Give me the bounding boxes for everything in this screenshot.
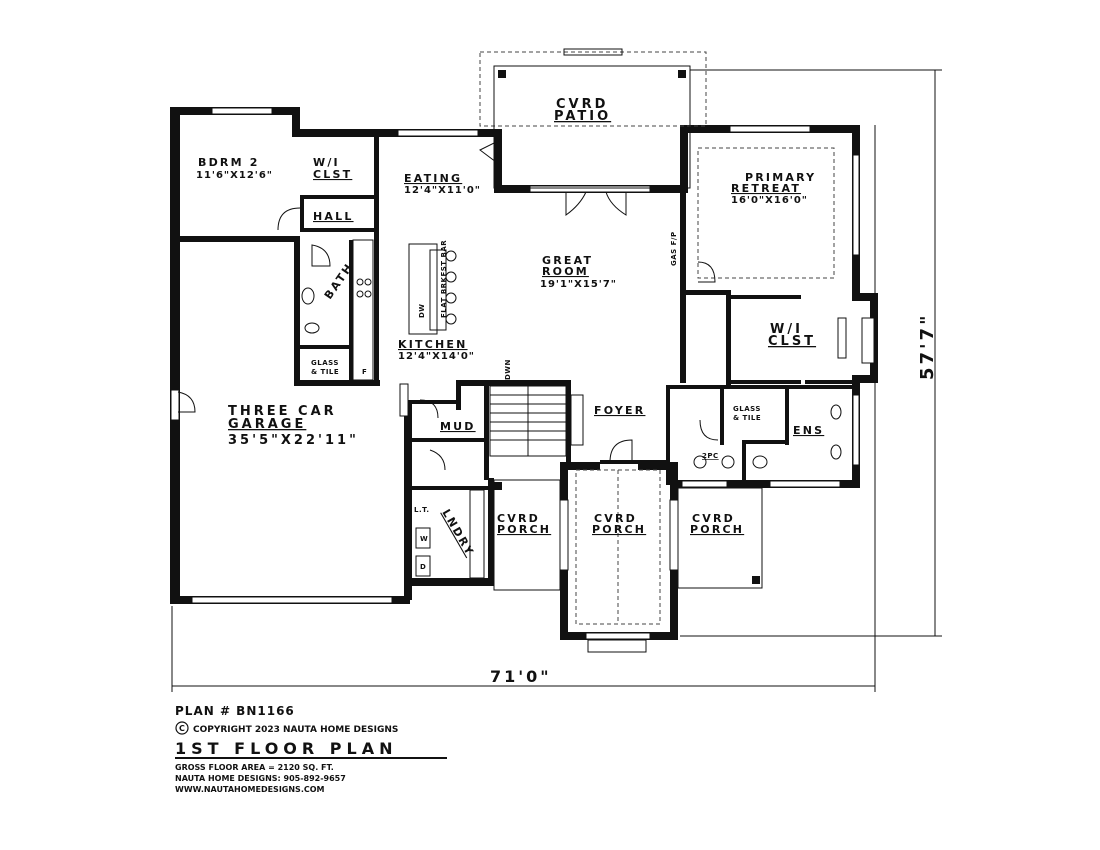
foyer-label: FOYER — [594, 404, 645, 417]
cvrd-patio-label-top: CVRD — [556, 97, 608, 112]
hall-label: HALL — [313, 210, 354, 223]
washer-label: W — [420, 535, 428, 543]
cvrd-patio-label-bottom: PATIO — [554, 109, 611, 124]
overall-depth-label: 57'7" — [917, 313, 938, 380]
ens-glass-tile-bottom: & TILE — [733, 414, 761, 422]
kitchen-dimension: 12'4"X14'0" — [398, 351, 475, 362]
wi-clst-label-top: W/I — [313, 156, 340, 169]
info-block: PLAN # BN1166 C COPYRIGHT 2023 NAUTA HOM… — [175, 704, 447, 794]
bath-glass-tile-top: GLASS — [311, 359, 339, 367]
interior-walls — [170, 130, 856, 490]
plan-title: 1ST FLOOR PLAN — [175, 739, 397, 758]
gas-fireplace-label: GAS F/P — [670, 231, 678, 266]
porch-left-label-bottom: PORCH — [497, 523, 551, 536]
primary-label-bottom: RETREAT — [731, 182, 801, 195]
great-room-dimension: 19'1"X15'7" — [540, 279, 617, 290]
great-room-label-bottom: ROOM — [542, 265, 589, 278]
eating-label: EATING — [404, 172, 462, 185]
eating-dimension: 12'4"X11'0" — [404, 185, 481, 196]
ens-glass-tile-top: GLASS — [733, 405, 761, 413]
copyright-text: COPYRIGHT 2023 NAUTA HOME DESIGNS — [193, 725, 398, 735]
bdrm2-dimension: 11'6"X12'6" — [196, 170, 273, 181]
porch-mid-label-top: CVRD — [594, 512, 637, 525]
designer-phone: NAUTA HOME DESIGNS: 905-892-9657 — [175, 774, 346, 783]
laundry-tub-label: L.T. — [414, 506, 430, 514]
breakfast-bar-label: FLAT BRKFST BAR — [440, 240, 448, 318]
garage-label-top: THREE CAR — [228, 404, 337, 419]
gross-floor-area: GROSS FLOOR AREA = 2120 SQ. FT. — [175, 763, 334, 772]
porch-left-label-top: CVRD — [497, 512, 540, 525]
outdoor-areas — [479, 48, 835, 653]
porch-mid-label-bottom: PORCH — [592, 523, 646, 536]
powder-room-label: 2PC — [702, 452, 719, 460]
fridge-label: F — [362, 368, 367, 376]
copyright-symbol: C — [179, 724, 185, 733]
garage-dimension: 35'5"X22'11" — [228, 433, 359, 448]
dryer-label: D — [420, 563, 426, 571]
laundry-label: LNDRY — [439, 507, 476, 559]
mud-label: MUD — [440, 420, 476, 433]
designer-website: WWW.NAUTAHOMEDESIGNS.COM — [175, 785, 325, 794]
ensuite-label: ENS — [793, 424, 824, 437]
wi-clst2-label-bottom: CLST — [768, 334, 816, 349]
dishwasher-label: DW — [418, 303, 426, 318]
dimension-lines — [171, 69, 942, 692]
stairs-down-label: DWN — [504, 359, 512, 380]
bdrm2-label: BDRM 2 — [198, 156, 260, 169]
copyright-icon — [175, 721, 189, 735]
wi-clst-label-bottom: CLST — [313, 168, 352, 181]
primary-label-top: PRIMARY — [745, 171, 816, 184]
porch-right-label-bottom: PORCH — [690, 523, 744, 536]
primary-dimension: 16'0"X16'0" — [731, 195, 808, 206]
wi-clst2-label-top: W/I — [770, 322, 803, 337]
kitchen-label: KITCHEN — [398, 338, 468, 351]
plan-number: PLAN # BN1166 — [175, 704, 295, 718]
overall-width-label: 71'0" — [490, 667, 552, 686]
garage-label-bottom: GARAGE — [228, 417, 306, 432]
bath-glass-tile-bottom: & TILE — [311, 368, 339, 376]
porch-right-label-top: CVRD — [692, 512, 735, 525]
great-room-label-top: GREAT — [542, 254, 593, 267]
doors-fixtures — [177, 139, 847, 579]
